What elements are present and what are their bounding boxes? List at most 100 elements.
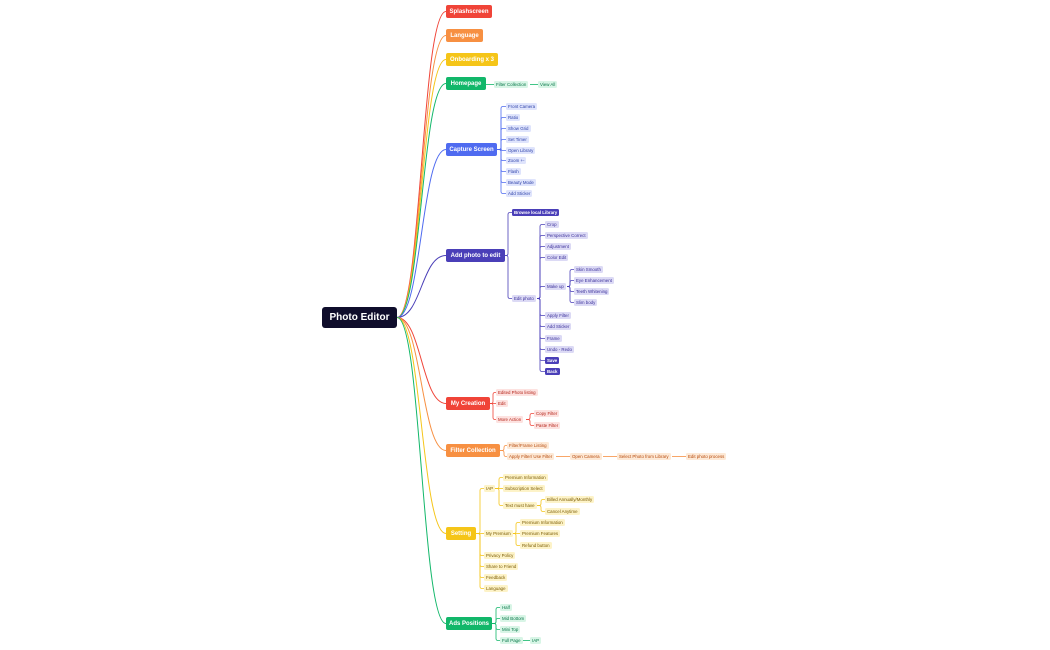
- leaf-subscription-select[interactable]: Subscription Select: [503, 485, 545, 492]
- connector-my-premium: [513, 533, 520, 546]
- connector-ads: [492, 618, 500, 624]
- leaf-color-edit[interactable]: Color Edit: [545, 254, 569, 261]
- connector-edit-photo: [537, 298, 545, 350]
- connector-text-must-have: [537, 505, 545, 512]
- branch-onboarding[interactable]: Onboarding x 3: [446, 53, 498, 66]
- leaf-open-library[interactable]: Open Library: [506, 147, 536, 154]
- leaf-zoom[interactable]: Zoom +-: [506, 157, 527, 164]
- leaf-edited-photo-listing[interactable]: Edited Photo listing: [496, 389, 538, 396]
- leaf-text-must-have[interactable]: Text must have: [503, 502, 537, 509]
- connector-edit-photo: [537, 246, 545, 299]
- connector-edit-photo: [537, 257, 545, 299]
- leaf-crop[interactable]: Crop: [545, 221, 559, 228]
- leaf-frame[interactable]: Frame: [545, 335, 562, 342]
- leaf-language-setting[interactable]: Language: [484, 585, 508, 592]
- connector-capture: [497, 149, 506, 161]
- leaf-browse-local-library[interactable]: Browse local Library: [512, 209, 560, 216]
- connector-filter-collection: [500, 450, 507, 457]
- leaf-apply-filter[interactable]: Apply Filter: [545, 312, 571, 319]
- leaf-edit-photo-process[interactable]: Edit photo process: [686, 453, 727, 460]
- leaf-flash[interactable]: Flash: [506, 168, 521, 175]
- connector-edit-photo: [537, 235, 545, 299]
- leaf-mini-top[interactable]: Mini Top: [500, 626, 521, 633]
- connector-make-up: [567, 269, 574, 287]
- connector-capture: [497, 106, 506, 150]
- branch-add-photo-to-edit[interactable]: Add photo to edit: [446, 249, 505, 262]
- leaf-mid-bottom[interactable]: Mid Bottom: [500, 615, 527, 622]
- leaf-set-timer[interactable]: Set Timer: [506, 136, 529, 143]
- leaf-paste-filter[interactable]: Paste Filter: [534, 422, 561, 429]
- branch-ads-positions[interactable]: Ads Positions: [446, 617, 492, 630]
- connector-capture: [497, 149, 506, 183]
- leaf-refund-button[interactable]: Refund button: [520, 542, 552, 549]
- branch-setting[interactable]: Setting: [446, 527, 476, 540]
- leaf-cancel-anytime[interactable]: Cancel Anytime: [545, 508, 580, 515]
- leaf-full-page[interactable]: Full Page: [500, 637, 523, 644]
- connector-root-branch: [396, 255, 447, 318]
- branch-capture-screen[interactable]: Capture Screen: [446, 143, 497, 156]
- connector-edit-photo: [537, 298, 545, 316]
- connector-my-creation: [490, 403, 496, 420]
- leaf-iap[interactable]: IAP: [484, 485, 496, 492]
- connector-more-action: [526, 419, 534, 426]
- branch-my-creation[interactable]: My Creation: [446, 397, 490, 410]
- leaf-skin-smooth[interactable]: Skin Smooth: [574, 266, 603, 273]
- leaf-billed-annually-monthly[interactable]: Billed Annually/Monthly: [545, 496, 595, 503]
- leaf-adjustment[interactable]: Adjustment: [545, 243, 571, 250]
- connector-root-branch: [396, 83, 447, 318]
- leaf-edit-photo[interactable]: Edit photo: [512, 295, 536, 302]
- branch-language[interactable]: Language: [446, 29, 483, 42]
- leaf-eye-enhancement[interactable]: Eye Enhancement: [574, 277, 614, 284]
- branch-splashscreen[interactable]: Splashscreen: [446, 5, 492, 18]
- leaf-more-action[interactable]: More Action: [496, 416, 524, 423]
- connector-make-up: [567, 280, 574, 287]
- leaf-show-grid[interactable]: Show Grid: [506, 125, 531, 132]
- connector-filter-collection: [500, 445, 507, 451]
- connector-root-branch: [396, 317, 447, 404]
- connector-root-branch: [396, 59, 447, 318]
- leaf-ratio[interactable]: Ratio: [506, 114, 521, 121]
- leaf-teeth-whitening[interactable]: Teeth Whitening: [574, 288, 610, 295]
- leaf-filter-frame-listing[interactable]: Filter/Frame Listing: [507, 442, 549, 449]
- leaf-copy-filter[interactable]: Copy Filter: [534, 410, 560, 417]
- root-node-photo-editor[interactable]: Photo Editor: [322, 307, 397, 328]
- leaf-my-premium[interactable]: My Premium: [484, 530, 513, 537]
- leaf-perspective-correct[interactable]: Perspective Correct: [545, 232, 588, 239]
- leaf-undo-redo[interactable]: Undo - Redo: [545, 346, 574, 353]
- leaf-view-all[interactable]: View All: [538, 81, 558, 88]
- leaf-save[interactable]: Save: [545, 357, 560, 364]
- connector-my-premium: [513, 522, 520, 534]
- leaf-filter-collection[interactable]: Filter Collection: [494, 81, 529, 88]
- leaf-make-up[interactable]: Make up: [545, 283, 566, 290]
- leaf-back[interactable]: Back: [545, 368, 560, 375]
- leaf-front-camera[interactable]: Front Camera: [506, 103, 538, 110]
- leaf-add-sticker-edit[interactable]: Add Sticker: [545, 323, 572, 330]
- leaf-edit[interactable]: Edit: [496, 400, 508, 407]
- leaf-add-sticker[interactable]: Add Sticker: [506, 190, 533, 197]
- leaf-slim-body[interactable]: Slim body: [574, 299, 598, 306]
- connector-edit-photo: [537, 298, 545, 339]
- leaf-open-camera[interactable]: Open Camera: [570, 453, 602, 460]
- leaf-premium-information-my[interactable]: Premium Information: [520, 519, 565, 526]
- leaf-select-photo-from-library[interactable]: Select Photo from Library: [617, 453, 671, 460]
- leaf-beauty-mode[interactable]: Beauty Mode: [506, 179, 536, 186]
- leaf-privacy-policy[interactable]: Privacy Policy: [484, 552, 516, 559]
- branch-homepage[interactable]: Homepage: [446, 77, 486, 90]
- leaf-share-to-friend[interactable]: Share to Friend: [484, 563, 519, 570]
- connector-root-branch: [396, 317, 447, 534]
- connector-iap: [495, 488, 503, 506]
- leaf-half[interactable]: Half: [500, 604, 512, 611]
- leaf-apply-use-filter[interactable]: Apply Filter/ Use Filter: [507, 453, 555, 460]
- leaf-iap-ads[interactable]: IAP: [530, 637, 542, 644]
- connector-add-photo: [505, 212, 512, 256]
- connector-make-up: [567, 286, 574, 292]
- connector-edit-photo: [537, 298, 545, 372]
- connector-capture: [497, 139, 506, 150]
- leaf-premium-features[interactable]: Premium Features: [520, 530, 561, 537]
- leaf-feedback[interactable]: Feedback: [484, 574, 508, 581]
- leaf-premium-information-iap[interactable]: Premium Information: [503, 474, 548, 481]
- connector-edit-photo: [537, 286, 545, 299]
- branch-filter-collection[interactable]: Filter Collection: [446, 444, 500, 457]
- connector-iap: [495, 477, 503, 489]
